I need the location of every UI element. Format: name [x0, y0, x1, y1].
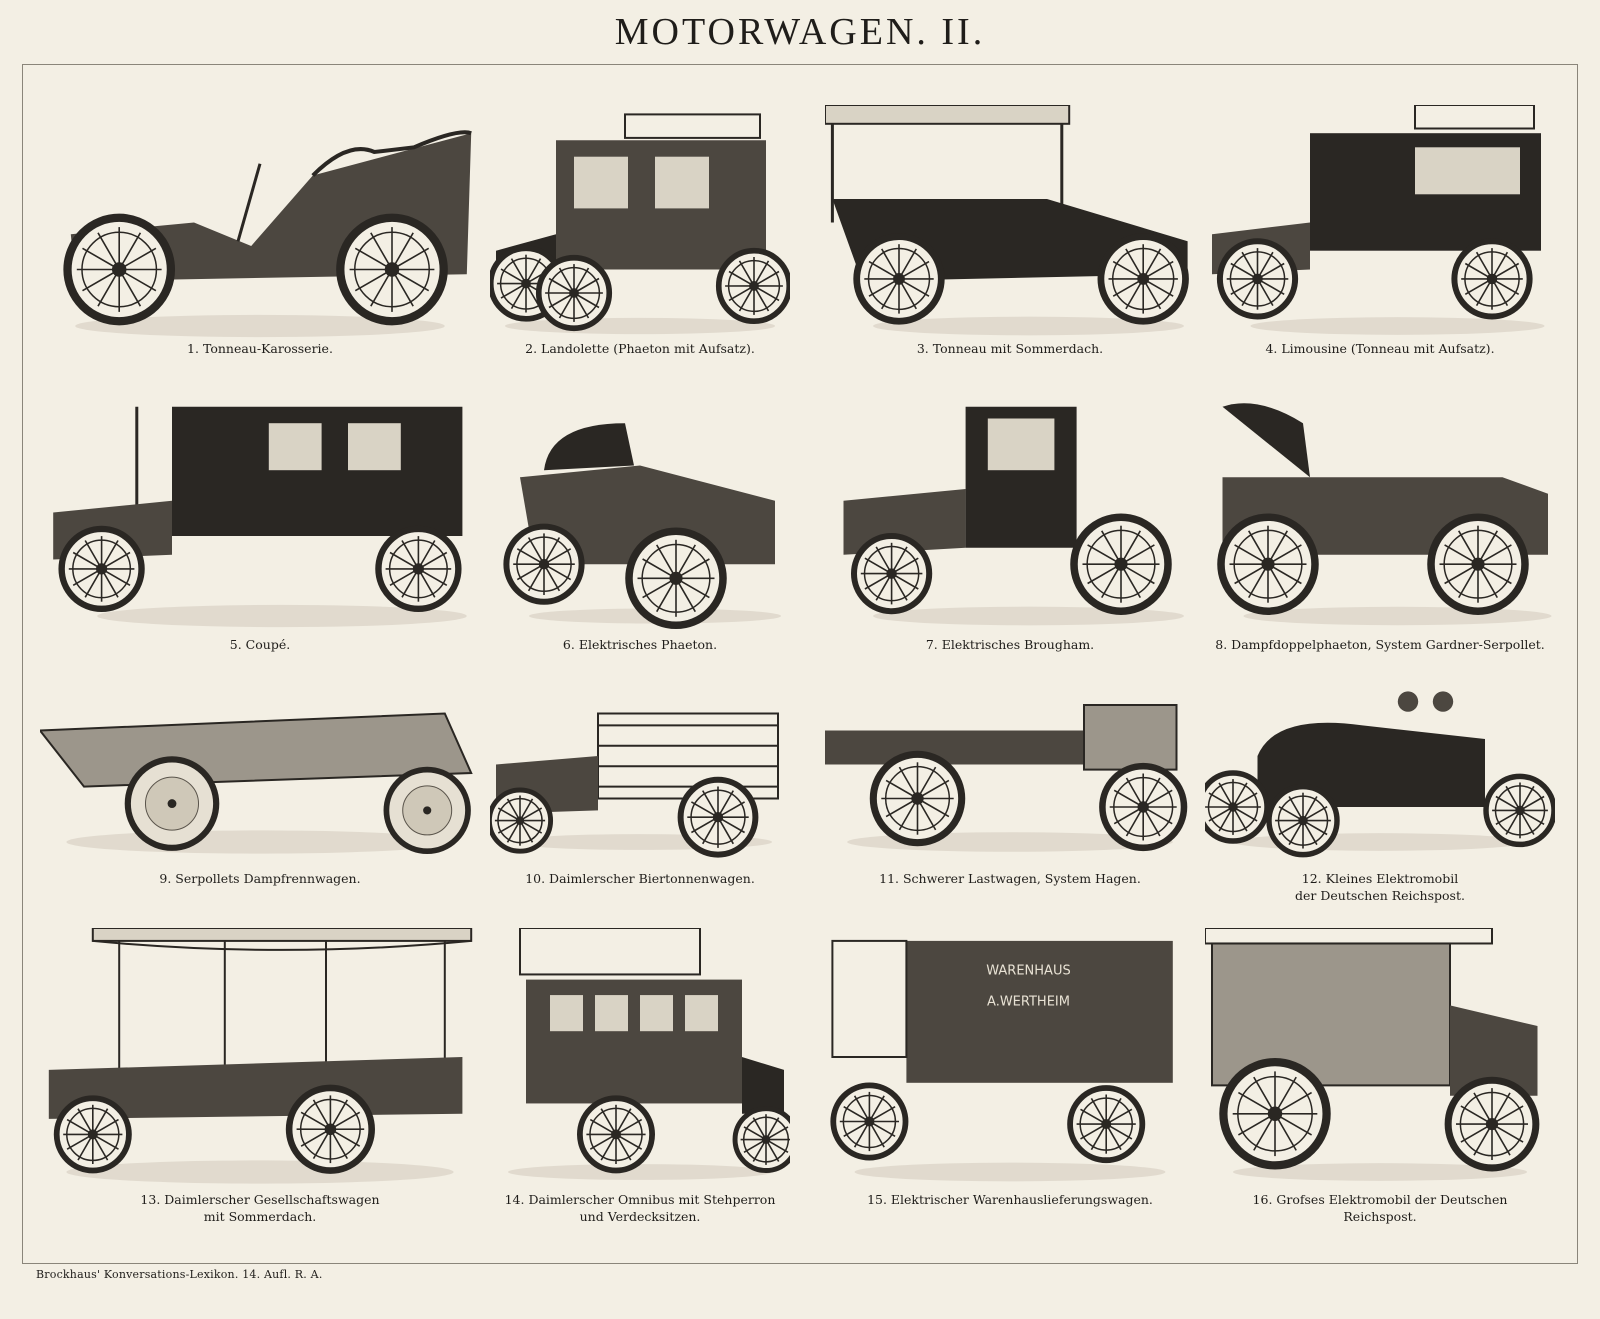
figure-caption: 11. Schwerer Lastwagen, System Hagen. — [879, 871, 1141, 886]
figure-caption: 5. Coupé. — [229, 637, 291, 652]
vehicle-illustration — [825, 105, 1195, 340]
vehicle-illustration — [40, 395, 480, 630]
figure-caption: 12. Kleines Elektromobil der Deutschen R… — [1295, 871, 1465, 903]
figure-caption: 2. Landolette (Phaeton mit Aufsatz). — [525, 341, 755, 356]
figure-caption: 9. Serpollets Dampfrennwagen. — [159, 871, 361, 886]
vehicle-illustration — [40, 105, 480, 340]
vehicle-illustration — [1205, 395, 1555, 630]
figure-caption: 1. Tonneau-Karosserie. — [187, 341, 333, 356]
figure-caption: 14. Daimlerscher Omnibus mit Stehperron … — [504, 1192, 776, 1224]
vehicle-illustration — [825, 688, 1195, 858]
figure-caption: 3. Tonneau mit Sommerdach. — [916, 341, 1104, 356]
figure-caption: 8. Dampfdoppelphaeton, System Gardner-Se… — [1215, 637, 1545, 652]
plate-footer: Brockhaus' Konversations-Lexikon. 14. Au… — [36, 1268, 323, 1281]
vehicle-illustration — [1205, 105, 1555, 340]
figure-caption: 15. Elektrischer Warenhauslieferungswage… — [867, 1192, 1153, 1207]
vehicle-illustration — [490, 105, 790, 340]
vehicle-illustration — [825, 395, 1195, 630]
van-sign-line1: WARENHAUS — [986, 963, 1070, 978]
figure-caption: 16. Grofses Elektromobil der Deutschen R… — [1252, 1192, 1508, 1224]
van-sign-line2: A.WERTHEIM — [987, 994, 1070, 1009]
figure-caption: 10. Daimlerscher Biertonnenwagen. — [525, 871, 755, 886]
figure-caption: 13. Daimlerscher Gesellschaftswagen mit … — [140, 1192, 380, 1224]
figure-caption: 7. Elektrisches Brougham. — [925, 637, 1095, 652]
vehicle-illustration — [40, 688, 480, 858]
vehicle-illustration: WARENHAUS A.WERTHEIM — [825, 928, 1195, 1186]
vehicle-illustration — [40, 928, 480, 1186]
figure-caption: 4. Limousine (Tonneau mit Aufsatz). — [1265, 341, 1495, 356]
vehicle-illustration — [1205, 688, 1555, 858]
plate-frame — [22, 64, 1578, 1264]
figure-caption: 6. Elektrisches Phaeton. — [562, 637, 718, 652]
vehicle-illustration — [490, 395, 790, 630]
vehicle-illustration — [1205, 928, 1555, 1186]
vehicle-illustration — [490, 688, 790, 858]
plate-title: MOTORWAGEN. II. — [614, 11, 986, 53]
vehicle-illustration — [490, 928, 790, 1186]
